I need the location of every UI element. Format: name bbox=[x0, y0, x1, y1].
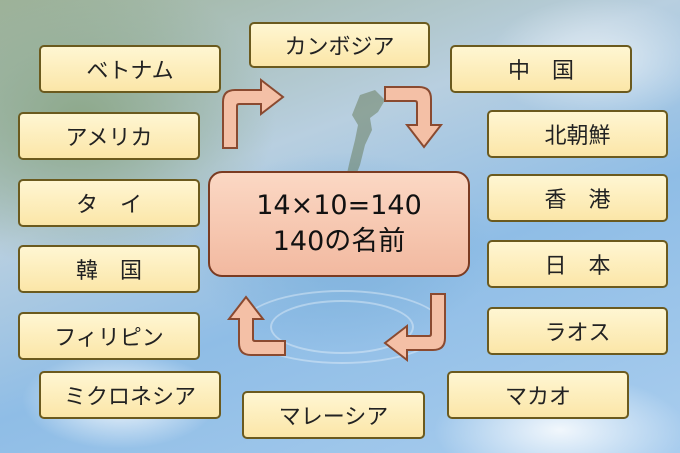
cycle-arrow-bottom-left-icon bbox=[226, 295, 286, 356]
cycle-arrow-top-right-icon bbox=[384, 86, 444, 149]
country-box: マカオ bbox=[447, 371, 629, 419]
japan-map-silhouette bbox=[345, 90, 385, 185]
country-box: 日 本 bbox=[487, 240, 668, 288]
country-box: 北朝鮮 bbox=[487, 110, 668, 158]
country-box: ベトナム bbox=[39, 45, 221, 93]
cycle-arrow-top-left-icon bbox=[222, 77, 285, 149]
country-box: 中 国 bbox=[450, 45, 632, 93]
country-box: フィリピン bbox=[18, 312, 200, 360]
cycle-arrow-bottom-right-icon bbox=[383, 293, 446, 363]
country-box: 韓 国 bbox=[18, 245, 200, 293]
country-box: アメリカ bbox=[18, 112, 200, 160]
water-ripple bbox=[270, 300, 414, 354]
center-caption: 140の名前 bbox=[272, 226, 406, 257]
country-box: タ イ bbox=[18, 179, 200, 227]
country-box: マレーシア bbox=[242, 391, 425, 439]
country-box: ミクロネシア bbox=[39, 371, 221, 419]
country-box: ラオス bbox=[487, 307, 668, 355]
country-box: カンボジア bbox=[249, 22, 430, 68]
country-box: 香 港 bbox=[487, 174, 668, 222]
center-formula: 14×10=140 bbox=[256, 190, 422, 221]
center-formula-box: 14×10=140 140の名前 bbox=[208, 171, 470, 277]
